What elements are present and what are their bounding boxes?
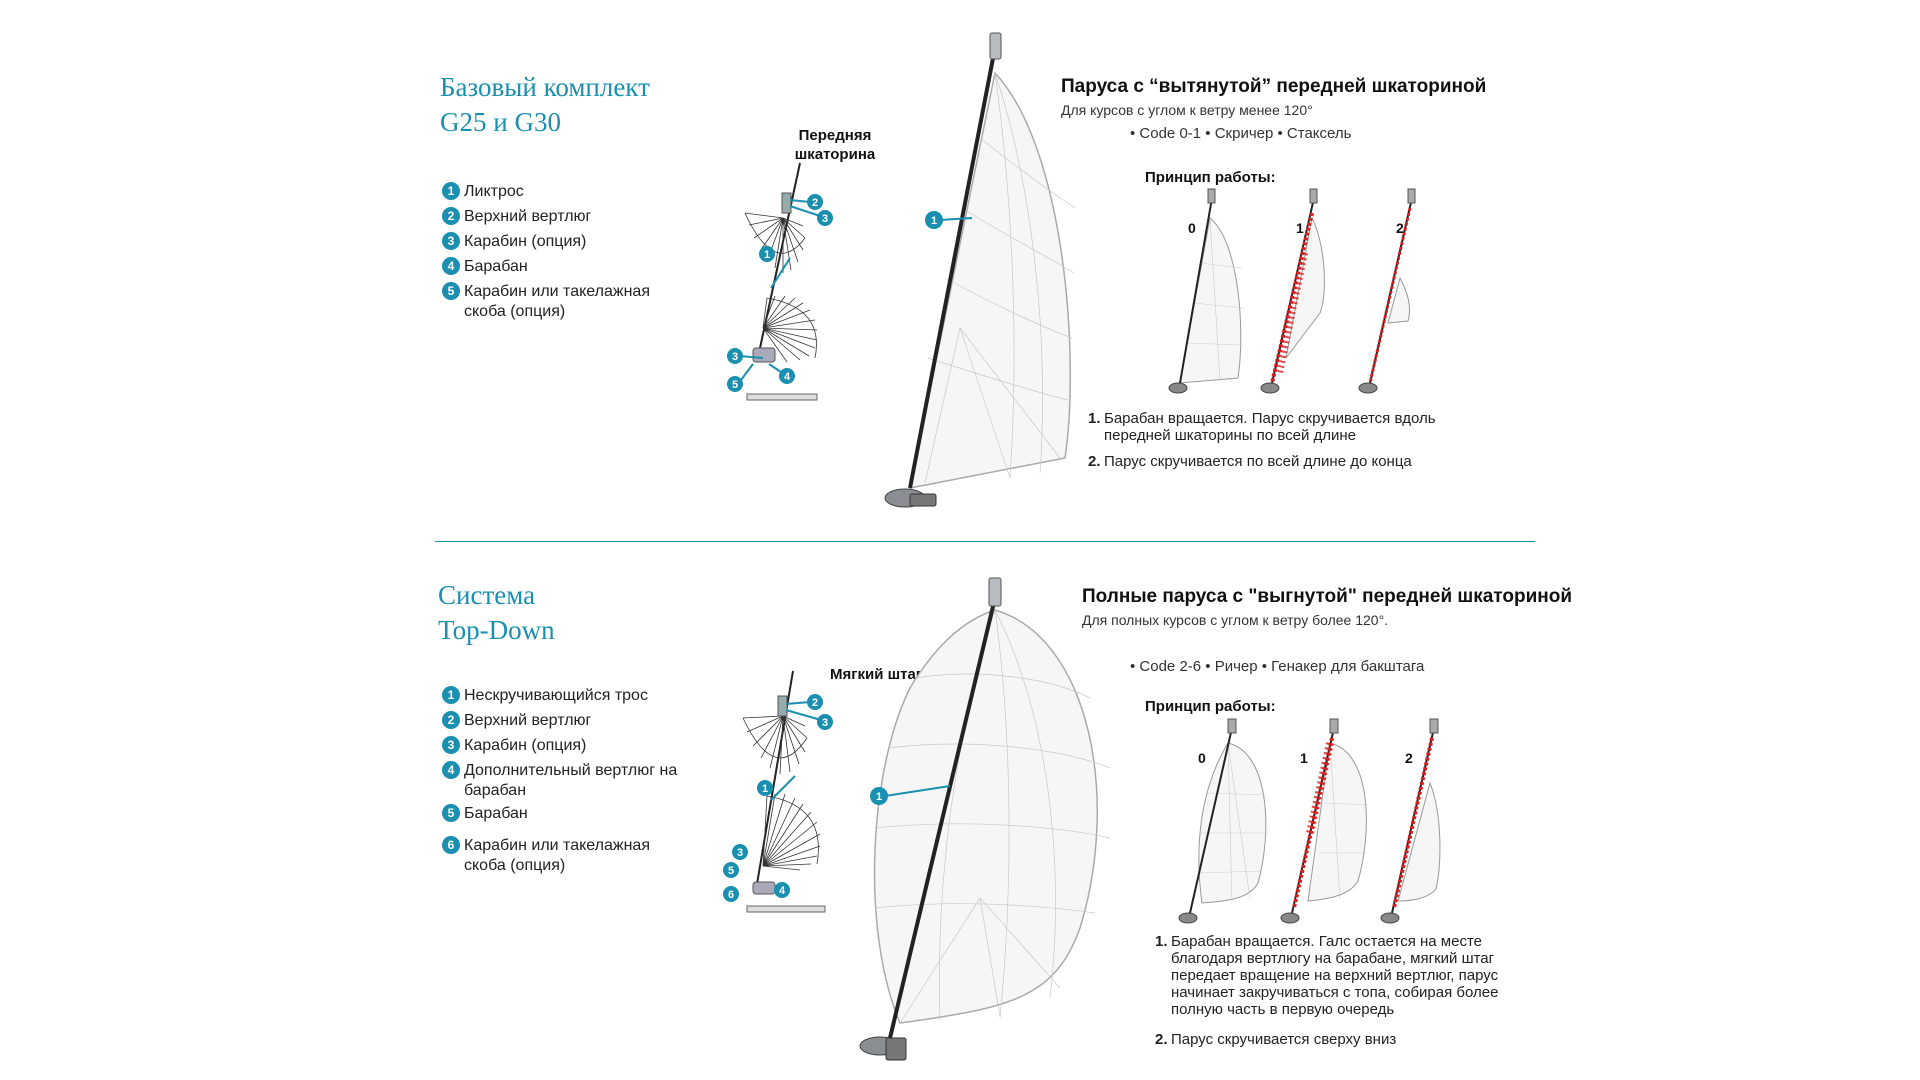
legend-number-badge: 3	[442, 232, 460, 250]
svg-text:4: 4	[784, 371, 791, 383]
section1-principle-label: Принцип работы:	[1145, 169, 1276, 186]
section2-main-sail-illustration: 1	[859, 577, 1111, 1061]
section1-step-label-2: 2	[1396, 220, 1404, 236]
section1-heading: Паруса с “вытянутой” передней шкаториной	[1061, 76, 1487, 97]
svg-text:1: 1	[762, 783, 768, 795]
section2-heading: Полные паруса с "выгнутой" передней шкат…	[1082, 586, 1573, 607]
legend-number-badge: 2	[442, 711, 460, 729]
step-number: 2.	[1155, 1031, 1168, 1048]
section2-title-line: Top-Down	[438, 615, 555, 645]
svg-text:6: 6	[728, 889, 734, 901]
section2-title-line: Система	[438, 580, 536, 610]
section2-title: Система Top-Down	[438, 578, 555, 648]
section1-title: Базовый комплект G25 и G30	[440, 70, 650, 140]
legend-text: Барабан	[464, 258, 528, 275]
legend-text: Карабин (опция)	[464, 737, 587, 754]
luff-label: Передняя шкаторина	[780, 126, 890, 164]
section2-furling-steps-illustration	[1178, 718, 1441, 924]
svg-text:5: 5	[732, 379, 738, 391]
legend-text: Нескручивающийся трос	[464, 687, 648, 704]
legend-number-badge: 4	[442, 257, 460, 275]
soft-stay-label: Мягкий штаг	[830, 666, 923, 683]
section2-principle-label: Принцип работы:	[1145, 698, 1276, 715]
legend-number-badge: 5	[442, 804, 460, 822]
legend-number-badge: 6	[442, 836, 460, 854]
section1-furling-steps-illustration	[1168, 188, 1416, 394]
legend-number-badge: 1	[442, 182, 460, 200]
section2-detail-illustration: 2 3 1 3 5 4 6	[723, 670, 833, 913]
legend-number-badge: 3	[442, 736, 460, 754]
legend-number-badge: 4	[442, 761, 460, 779]
section2-sail-types: • Code 2-6 • Ричер • Генакер для бакштаг…	[1130, 658, 1425, 675]
legend-text: Верхний вертлюг	[464, 208, 592, 225]
svg-text:1: 1	[876, 791, 882, 803]
svg-text:1: 1	[931, 215, 937, 227]
legend-text: Дополнительный вертлюг на барабан	[464, 762, 678, 799]
section2-step-1: 1.Барабан вращается. Галс остается на ме…	[1155, 933, 1515, 1018]
legend-text: Карабин (опция)	[464, 233, 587, 250]
svg-text:3: 3	[737, 847, 743, 859]
svg-text:2: 2	[812, 697, 818, 709]
step-text: Парус скручивается сверху вниз	[1171, 1031, 1397, 1048]
legend-text: Карабин или такелажная скоба (опция)	[464, 283, 650, 320]
step-text: Парус скручивается по всей длине до конц…	[1104, 453, 1412, 470]
section1-step-label-0: 0	[1188, 220, 1196, 236]
luff-label-line: Передняя	[798, 127, 872, 144]
section1-main-sail-illustration: 1	[884, 32, 1076, 508]
step-text: Барабан вращается. Галс остается на мест…	[1171, 933, 1499, 1018]
svg-text:3: 3	[822, 717, 828, 729]
svg-text:3: 3	[822, 213, 828, 225]
section1-step-1: 1.Барабан вращается. Парус скручивается …	[1088, 410, 1468, 444]
section1-detail-illustration: 2 3 1 3 4 5	[727, 162, 833, 401]
section1-title-line: G25 и G30	[440, 107, 561, 137]
legend-number-badge: 2	[442, 207, 460, 225]
section1-sail-types: • Code 0-1 • Скричер • Стаксель	[1130, 125, 1352, 142]
section1-title-line: Базовый комплект	[440, 72, 650, 102]
legend-text: Барабан	[464, 805, 528, 822]
legend-text: Карабин или такелажная скоба (опция)	[464, 837, 650, 874]
section2-step-2: 2.Парус скручивается сверху вниз	[1155, 1031, 1515, 1048]
svg-text:2: 2	[812, 197, 818, 209]
section2-step-label-0: 0	[1198, 750, 1206, 766]
section1-step-2: 2.Парус скручивается по всей длине до ко…	[1088, 453, 1468, 470]
legend-text: Ликтрос	[464, 183, 524, 200]
svg-text:4: 4	[779, 885, 786, 897]
step-number: 1.	[1088, 410, 1101, 427]
section2-subheading: Для полных курсов с углом к ветру более …	[1082, 612, 1389, 628]
svg-text:3: 3	[732, 351, 738, 363]
step-text: Барабан вращается. Парус скручивается вд…	[1104, 410, 1436, 444]
legend-number-badge: 1	[442, 686, 460, 704]
section2-step-label-2: 2	[1405, 750, 1413, 766]
luff-label-line: шкаторина	[794, 146, 876, 163]
section1-subheading: Для курсов с углом к ветру менее 120°	[1061, 102, 1313, 118]
step-number: 1.	[1155, 933, 1168, 950]
section2-step-label-1: 1	[1300, 750, 1308, 766]
svg-text:5: 5	[728, 865, 734, 877]
svg-text:1: 1	[764, 249, 770, 261]
legend-text: Верхний вертлюг	[464, 712, 592, 729]
section1-step-label-1: 1	[1296, 220, 1304, 236]
section-divider	[435, 541, 1535, 542]
legend-number-badge: 5	[442, 282, 460, 300]
step-number: 2.	[1088, 453, 1101, 470]
